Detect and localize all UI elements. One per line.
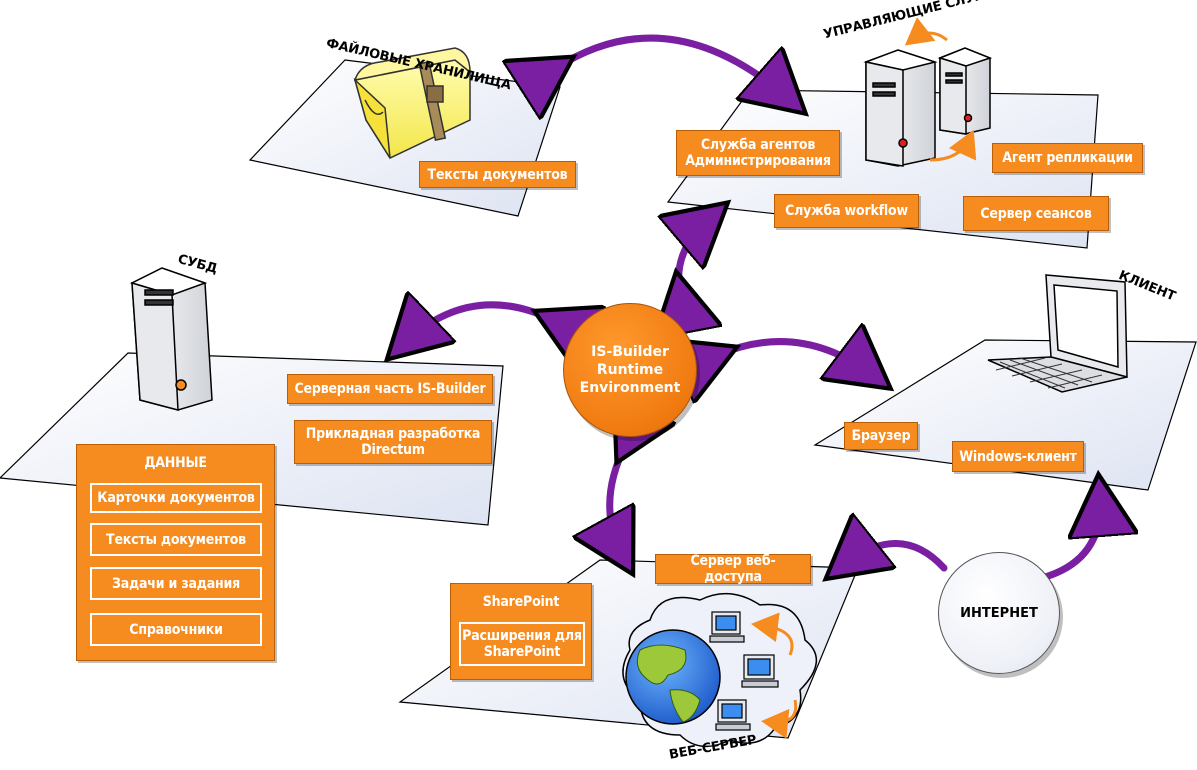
windows-client-label: Windows-клиент [952,441,1084,472]
file-storage-doc-texts: Тексты документов [419,161,576,188]
replication-agent: Агент репликации [992,143,1143,173]
arrow-internet-client [1038,495,1100,582]
web-orange-arrows [751,612,798,739]
sharepoint-ext-line2: SharePoint [483,644,561,660]
arrow-hub-services [679,216,712,292]
data-title: ДАННЫЕ [144,455,207,471]
applied-development: Прикладная разработка Directum [294,420,492,464]
workstation-icon [715,699,751,731]
admin-agents-line1: Служба агентов [700,137,816,153]
sharepoint-ext-line1: Расширения для [462,628,582,644]
arrow-hub-web [610,444,626,556]
laptop-icon [987,274,1128,393]
hub-line2: Runtime [596,362,664,378]
workstation-icon [741,654,779,688]
sharepoint-panel: SharePoint Расширения для SharePoint [450,583,592,680]
treasure-chest-icon [353,47,471,159]
data-item: Тексты документов [90,523,262,556]
sharepoint-title: SharePoint [482,594,560,610]
sharepoint-extensions: Расширения для SharePoint [459,622,585,666]
connection-arrows [402,34,1100,582]
arrow-files-services [556,34,790,100]
server-icon [129,267,213,411]
hub-line1: IS-Builder [591,344,669,360]
workstation-icon [709,611,745,643]
admin-agents-line2: Администрирования [685,153,831,169]
replication-arrows [904,17,977,162]
runtime-hub: IS-Builder Runtime Environment [563,303,697,437]
server-icon [863,49,938,167]
hub-line3: Environment [579,380,681,396]
data-item: Справочники [90,613,262,646]
applied-dev-line1: Прикладная разработка [305,426,481,442]
web-access-server: Сервер веб-доступа [655,553,811,585]
session-server: Сервер сеансов [963,196,1109,231]
data-item: Карточки документов [90,483,262,513]
admin-agents-service: Служба агентов Администрирования [676,130,840,176]
internet-node: ИНТЕРНЕТ [938,552,1060,674]
data-panel: ДАННЫЕ Карточки документов Тексты докуме… [76,444,275,661]
internet-label: ИНТЕРНЕТ [960,605,1038,621]
arrow-hub-client [718,342,874,376]
data-item: Задачи и задания [90,567,262,600]
arrow-hub-dbms [402,305,553,345]
arrow-internet-web [842,543,948,568]
globe-icon [625,629,721,725]
server-icon [937,47,993,135]
is-builder-server-part: Серверная часть IS-Builder [287,374,493,404]
workflow-service: Служба workflow [774,194,919,228]
applied-dev-line2: Directum [361,442,425,458]
browser-label: Браузер [844,422,918,450]
